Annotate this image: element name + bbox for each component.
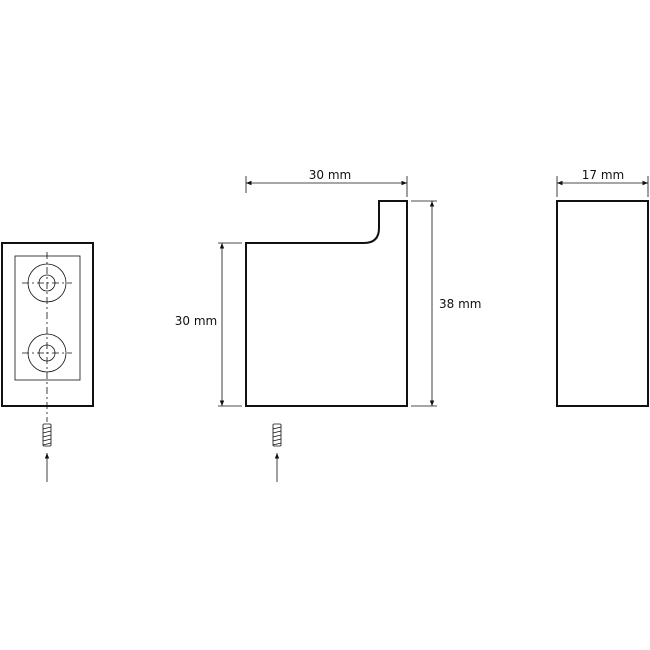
dimension-label-width: 30 mm xyxy=(309,168,351,182)
mounting-plate-view xyxy=(1,242,94,482)
hook-profile-outline xyxy=(245,200,408,407)
screw-hole-bottom xyxy=(22,333,72,373)
hook-front-outline xyxy=(556,200,649,407)
screw-icon xyxy=(42,423,52,447)
dimension-label-height: 30 mm xyxy=(175,314,217,328)
mounting-plate-inner-frame xyxy=(14,255,81,381)
mounting-plate-outline xyxy=(1,242,94,407)
screw-icon xyxy=(272,423,282,447)
hook-side-view: 30 mm 30 mm 38 mm xyxy=(175,168,481,482)
screw-hole-top xyxy=(22,263,72,303)
hook-front-view: 17 mm xyxy=(556,168,649,407)
dimension-label-total-height: 38 mm xyxy=(439,297,481,311)
dimension-label-depth: 17 mm xyxy=(582,168,624,182)
